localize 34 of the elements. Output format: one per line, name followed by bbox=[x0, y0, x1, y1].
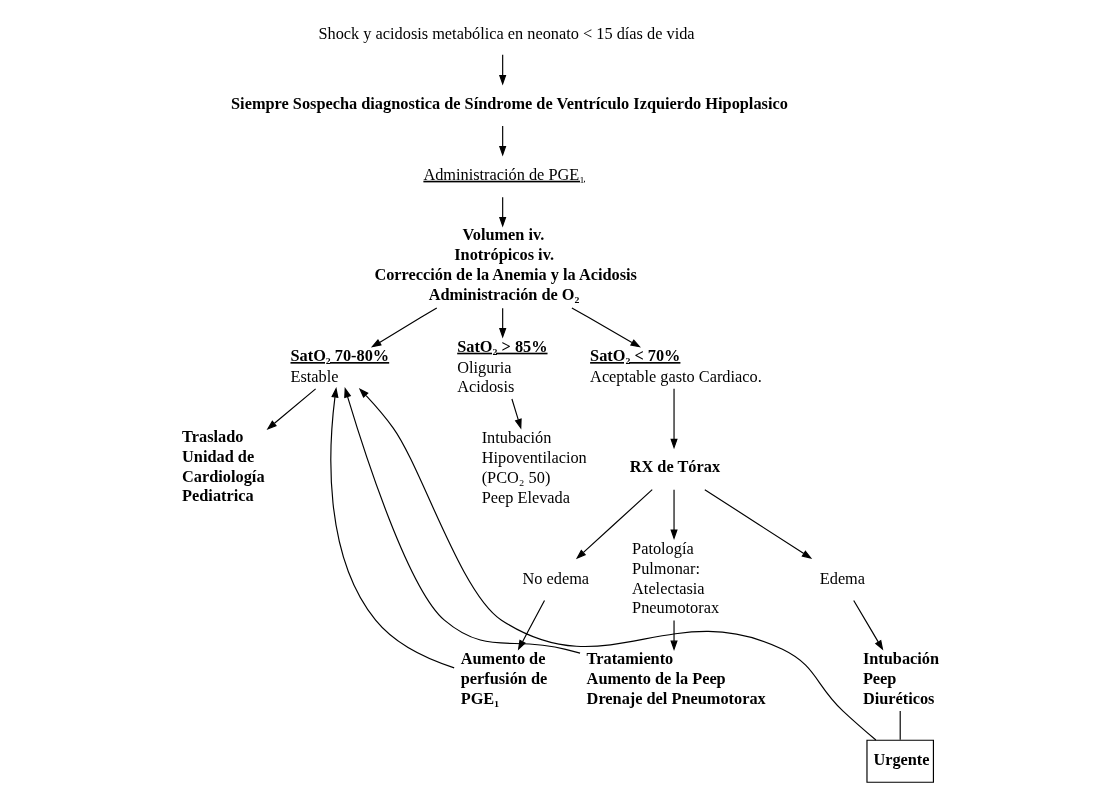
connector bbox=[899, 710, 901, 741]
node-text: Traslado Unidad de Cardiología Pediatrica bbox=[181, 427, 265, 506]
node-text: Volumen iv. Inotrópicos iv. Corrección de la Anemia y la Acidosis Administración de O₂ bbox=[373, 225, 637, 304]
arrow bbox=[669, 620, 678, 652]
node-text: Patología Pulmonar: Atelectasia Pneumotorax bbox=[631, 538, 719, 618]
arrow bbox=[329, 387, 455, 669]
arrow bbox=[570, 307, 641, 348]
node-text: Administración de PGE₁ bbox=[422, 164, 585, 184]
arrow bbox=[669, 388, 678, 450]
node-text: RX de Tórax bbox=[629, 457, 720, 477]
arrow bbox=[498, 196, 506, 228]
node-text: Tratamiento Aumento de la Peep Drenaje del Pneumotorax bbox=[586, 649, 766, 708]
node-text: Intubación Hipoventilacion (PCO₂ 50) Peep Elevada bbox=[481, 428, 587, 507]
node-text: SatO₂ > 85% Oliguria Acidosis bbox=[456, 336, 548, 397]
arrow bbox=[358, 387, 876, 741]
node-text: SatO₂ < 70% Aceptable gasto Cardiaco. bbox=[589, 346, 762, 386]
node-text: SatO₂ 70-80% Estable bbox=[289, 346, 389, 386]
arrow bbox=[266, 388, 316, 430]
arrow bbox=[852, 599, 883, 651]
arrow bbox=[510, 398, 522, 430]
node-text: Shock y acidosis metabólica en neonato < 15 días de vida bbox=[317, 23, 695, 43]
arrow bbox=[498, 54, 506, 86]
node-text: Intubación Peep Diuréticos bbox=[862, 649, 939, 708]
node-text: No edema bbox=[521, 569, 589, 589]
node-text: Siempre Sospecha diagnostica de Síndrome de Ventrículo Izquierdo Hipoplasico bbox=[230, 93, 788, 113]
arrow bbox=[498, 125, 506, 157]
node-text: Aumento de perfusión de PGE₁ bbox=[460, 649, 547, 708]
node-box: Urgente bbox=[865, 739, 934, 783]
arrow bbox=[703, 489, 812, 560]
node-text: Edema bbox=[819, 569, 865, 589]
arrow bbox=[575, 489, 653, 560]
arrow bbox=[498, 307, 506, 339]
arrow bbox=[370, 307, 437, 348]
arrow bbox=[669, 489, 678, 540]
